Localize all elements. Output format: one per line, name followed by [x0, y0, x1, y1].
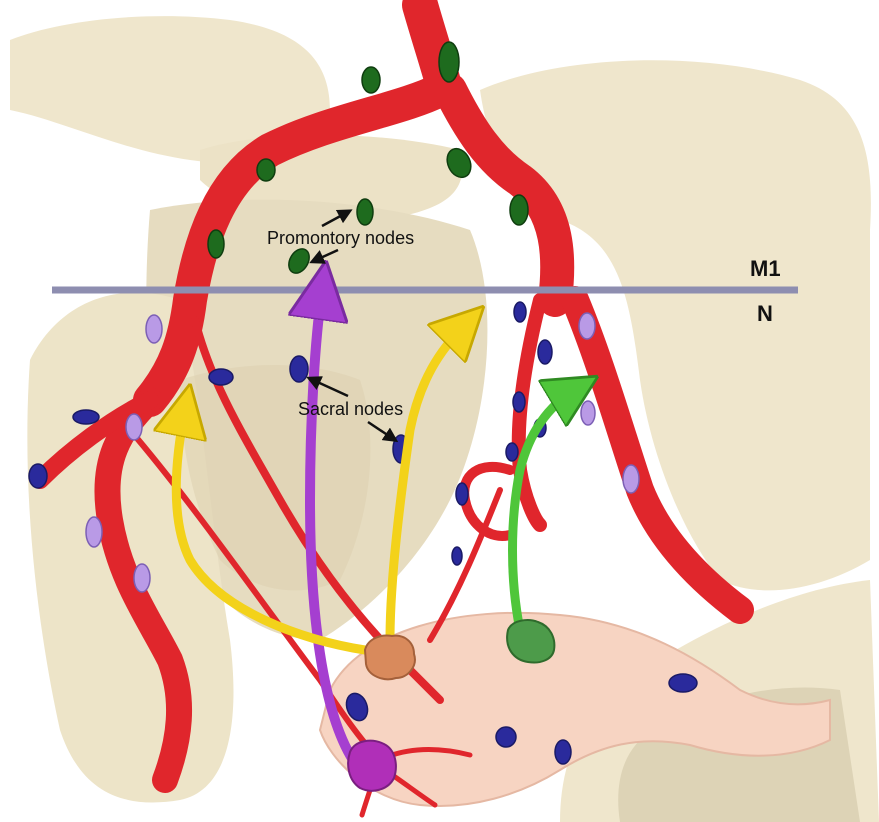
- green-node: [439, 42, 459, 82]
- blue-node: [555, 740, 571, 764]
- lilac-node: [134, 564, 150, 592]
- tumor-orange: [365, 636, 415, 680]
- green-node: [257, 159, 275, 181]
- blue-node: [506, 443, 518, 461]
- lilac-node: [623, 465, 639, 493]
- lilac-node: [86, 517, 102, 547]
- blue-node: [452, 547, 462, 565]
- lilac-node: [146, 315, 162, 343]
- lilac-node: [579, 313, 595, 339]
- sacral-nodes-label: Sacral nodes: [298, 399, 403, 419]
- blue-node: [496, 727, 516, 747]
- green-node: [510, 195, 528, 225]
- lilac-node: [581, 401, 595, 425]
- green-node: [357, 199, 373, 225]
- blue-node: [73, 410, 99, 424]
- lilac-node: [126, 414, 142, 440]
- right-internal-iliac-artery: [519, 300, 540, 525]
- blue-node: [29, 464, 47, 488]
- n-label: N: [757, 301, 773, 326]
- tumor-green: [507, 620, 554, 662]
- green-node: [362, 67, 380, 93]
- blue-node: [514, 302, 526, 322]
- tumor-magenta: [348, 741, 396, 791]
- blue-node: [538, 340, 552, 364]
- promontory-nodes-label: Promontory nodes: [267, 228, 414, 248]
- blue-node: [290, 356, 308, 382]
- blue-node: [513, 392, 525, 412]
- green-node: [208, 230, 224, 258]
- blue-node: [669, 674, 697, 692]
- blue-node: [209, 369, 233, 385]
- m1-label: M1: [750, 256, 781, 281]
- blue-node: [456, 483, 468, 505]
